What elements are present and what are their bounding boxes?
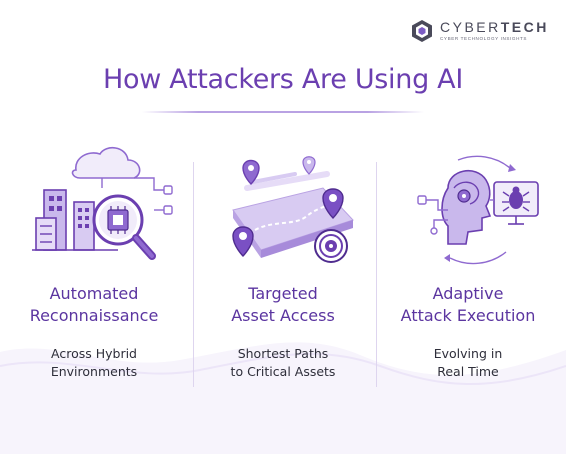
- heading-line: Reconnaissance: [29, 306, 159, 325]
- heading-line: Targeted: [248, 284, 318, 303]
- column-reconnaissance: Automated Reconnaissance Across Hybrid E…: [0, 140, 188, 381]
- column-heading: Automated Reconnaissance: [0, 283, 188, 327]
- heading-line: Attack Execution: [400, 306, 536, 325]
- subtitle-line: Across Hybrid: [51, 346, 137, 361]
- ai-head-bug-monitor-icon: [417, 155, 539, 265]
- column-asset-access: Targeted Asset Access Shortest Paths to …: [189, 140, 377, 381]
- brand-name: CYBERTECH: [440, 20, 549, 35]
- subtitle-line: Evolving in: [433, 346, 503, 361]
- column-subtitle: Evolving in Real Time: [374, 345, 562, 381]
- brand-name-suffix: TECH: [500, 19, 549, 35]
- column-subtitle: Across Hybrid Environments: [0, 345, 188, 381]
- title-underline: [142, 111, 424, 113]
- subtitle-line: Shortest Paths: [237, 346, 329, 361]
- column-attack-execution: Adaptive Attack Execution Evolving in Re…: [374, 140, 562, 381]
- subtitle-line: to Critical Assets: [230, 364, 336, 379]
- heading-line: Adaptive: [432, 284, 504, 303]
- column-divider: [193, 162, 194, 387]
- column-heading: Targeted Asset Access: [189, 283, 377, 327]
- brand-name-prefix: CYBER: [440, 19, 501, 35]
- brand-tagline: CYBER TECHNOLOGY INSIGHTS: [440, 36, 528, 41]
- heading-line: Asset Access: [231, 306, 335, 325]
- page-title: How Attackers Are Using AI: [102, 64, 464, 95]
- column-heading: Adaptive Attack Execution: [374, 283, 562, 327]
- subtitle-line: Real Time: [437, 364, 499, 379]
- subtitle-line: Environments: [50, 364, 138, 379]
- column-subtitle: Shortest Paths to Critical Assets: [189, 345, 377, 381]
- heading-line: Automated: [49, 284, 139, 303]
- brand-hexagon-icon: [412, 20, 432, 42]
- map-pins-target-icon: [232, 156, 354, 263]
- column-divider: [376, 162, 377, 387]
- cloud-servers-magnifier-icon: [32, 147, 173, 260]
- brand-logo: CYBERTECH CYBER TECHNOLOGY INSIGHTS: [410, 14, 555, 48]
